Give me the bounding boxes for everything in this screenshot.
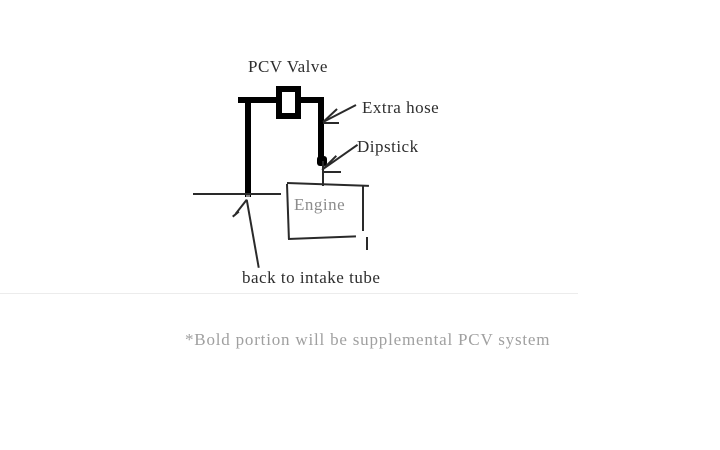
intake-tube-line <box>193 193 281 195</box>
engine-box-top <box>286 182 369 187</box>
hose-top-right-segment <box>299 97 323 103</box>
dipstick-tube-line <box>322 161 324 186</box>
hose-left-end-tip <box>246 193 250 197</box>
engine-box-right <box>362 186 364 231</box>
faint-horizontal-line <box>0 293 578 294</box>
dipstick-label: Dipstick <box>357 137 419 156</box>
bold-portion-note: *Bold portion will be supplemental PCV s… <box>185 330 551 349</box>
extra-hose-label: Extra hose <box>362 98 440 117</box>
pcv-valve-label: PCV Valve <box>248 57 328 76</box>
back-to-intake-label: back to intake tube <box>242 268 381 287</box>
extra-hose-arrowhead-lower <box>323 122 339 124</box>
dipstick-arrow-shaft <box>322 144 358 170</box>
hose-left-vertical <box>245 97 251 197</box>
engine-box-bottom <box>287 235 356 240</box>
dipstick-arrowhead-lower <box>322 171 341 173</box>
intake-arrowhead-tail <box>232 211 240 218</box>
hose-top-left-segment <box>238 97 278 103</box>
extra-hose-arrow-shaft <box>322 104 357 123</box>
engine-box-left <box>286 183 290 239</box>
intake-arrow-shaft <box>246 199 260 268</box>
hose-right-vertical <box>318 97 324 163</box>
pcv-valve-body <box>276 86 301 119</box>
engine-box-right-tick <box>366 237 368 250</box>
engine-label: Engine <box>294 195 346 214</box>
